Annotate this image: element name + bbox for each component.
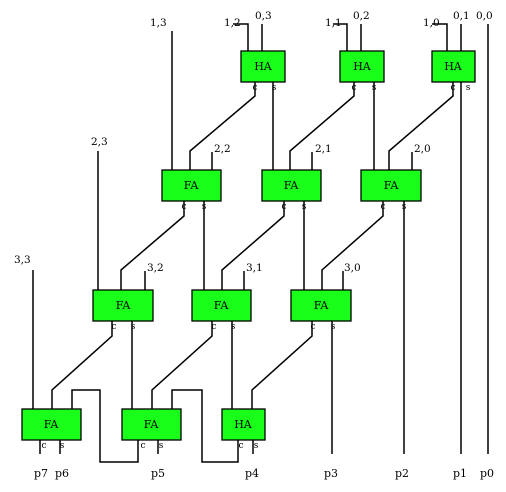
input-label: 0,0 (476, 10, 493, 22)
input-label: 2,0 (414, 143, 431, 155)
carry-pin-label: c (310, 322, 315, 332)
sum-pin-label: s (331, 322, 336, 332)
carry-pin-label: c (450, 83, 455, 93)
wire-fa12-carry (51, 321, 113, 409)
wire-ha33-carry-to-fa23 (171, 389, 239, 463)
carry-pin-label: c (211, 322, 216, 332)
full-adder-block: FA c s (191, 289, 252, 332)
wire-fa21-carry (221, 201, 285, 290)
carry-pin-label: c (41, 441, 46, 451)
carry-pin-label: c (380, 202, 385, 212)
block-label: FA (384, 179, 400, 192)
wire-in-1-0 (432, 23, 448, 51)
carry-pin-label: c (238, 441, 243, 451)
input-label: 2,2 (214, 143, 231, 155)
wire-ha1-carry (189, 82, 256, 170)
carry-pin-label: c (140, 441, 145, 451)
carry-pin-label: c (181, 202, 186, 212)
output-label-p3: p3 (324, 467, 338, 480)
input-labels: 1,3 1,2 0,3 1,1 0,2 1,0 0,1 0,0 2,3 2,2 … (14, 10, 493, 274)
input-label: 3,2 (147, 262, 164, 274)
block-label: FA (116, 299, 132, 312)
sum-pin-label: s (60, 441, 65, 451)
sum-pin-label: s (402, 202, 407, 212)
full-adder-block: FA c s (121, 408, 182, 451)
full-adder-block: FA c s (92, 289, 154, 332)
output-label-p5: p5 (151, 467, 165, 480)
block-label: FA (144, 418, 160, 431)
full-adder-block: FA c s (261, 169, 322, 212)
output-labels: p7 p6 p5 p4 p3 p2 p1 p0 (34, 467, 494, 480)
sum-pin-label: s (159, 441, 164, 451)
sum-pin-label: s (302, 202, 307, 212)
carry-pin-label: c (111, 322, 116, 332)
carry-pin-label: c (351, 83, 356, 93)
block-label: FA (184, 179, 200, 192)
wire-fa23-carry-to-fa13 (71, 389, 139, 463)
half-adder-block: HA c s (339, 50, 385, 93)
full-adder-block: FA c s (161, 169, 222, 212)
wire-ha2-carry (289, 82, 355, 170)
wires (32, 23, 489, 463)
output-label-p1: p1 (453, 467, 467, 480)
block-label: FA (44, 418, 60, 431)
input-label: 3,0 (344, 262, 361, 274)
block-label: HA (234, 418, 253, 431)
full-adder-block: FA c s (290, 289, 352, 332)
output-label-p4: p4 (245, 467, 259, 480)
half-adder-block: HA c s (431, 50, 476, 93)
input-label: 1,1 (325, 17, 342, 29)
sum-pin-label: s (272, 83, 277, 93)
sum-pin-label: s (466, 83, 471, 93)
wire-fa11-carry (120, 201, 185, 290)
block-label: HA (444, 60, 463, 73)
block-label: FA (214, 299, 230, 312)
output-label-p2: p2 (395, 467, 409, 480)
input-label: 3,3 (14, 254, 31, 266)
block-label: HA (254, 60, 273, 73)
full-adder-block: FA c s (360, 169, 422, 212)
input-label: 1,0 (423, 17, 440, 29)
input-label: 1,3 (150, 17, 167, 29)
wire-in-1-1 (333, 23, 348, 51)
sum-pin-label: s (231, 322, 236, 332)
full-adder-block: FA c s (21, 408, 82, 451)
output-label-p0: p0 (480, 467, 494, 480)
carry-pin-label: c (252, 83, 257, 93)
input-label: 2,3 (91, 136, 108, 148)
output-label-p6: p6 (55, 467, 69, 480)
input-label: 1,2 (224, 17, 241, 29)
block-label: HA (353, 60, 372, 73)
input-label: 3,1 (246, 262, 263, 274)
block-label: FA (284, 179, 300, 192)
block-label: FA (314, 299, 330, 312)
wire-fa22-carry (151, 321, 213, 409)
half-adder-block: HA c s (221, 408, 266, 451)
sum-pin-label: s (202, 202, 207, 212)
input-label: 0,3 (255, 10, 272, 22)
output-label-p7: p7 (34, 467, 48, 480)
wire-ha3-carry (388, 82, 454, 170)
sum-pin-label: s (372, 83, 377, 93)
wire-fa31-carry (321, 201, 384, 290)
input-label: 2,1 (315, 143, 332, 155)
input-label: 0,2 (353, 10, 370, 22)
carry-pin-label: c (281, 202, 286, 212)
wire-fa32-carry (251, 321, 313, 409)
sum-pin-label: s (131, 322, 136, 332)
sum-pin-label: s (254, 441, 259, 451)
wire-in-1-2 (233, 23, 249, 51)
half-adder-block: HA c s (240, 50, 286, 93)
input-label: 0,1 (453, 10, 470, 22)
